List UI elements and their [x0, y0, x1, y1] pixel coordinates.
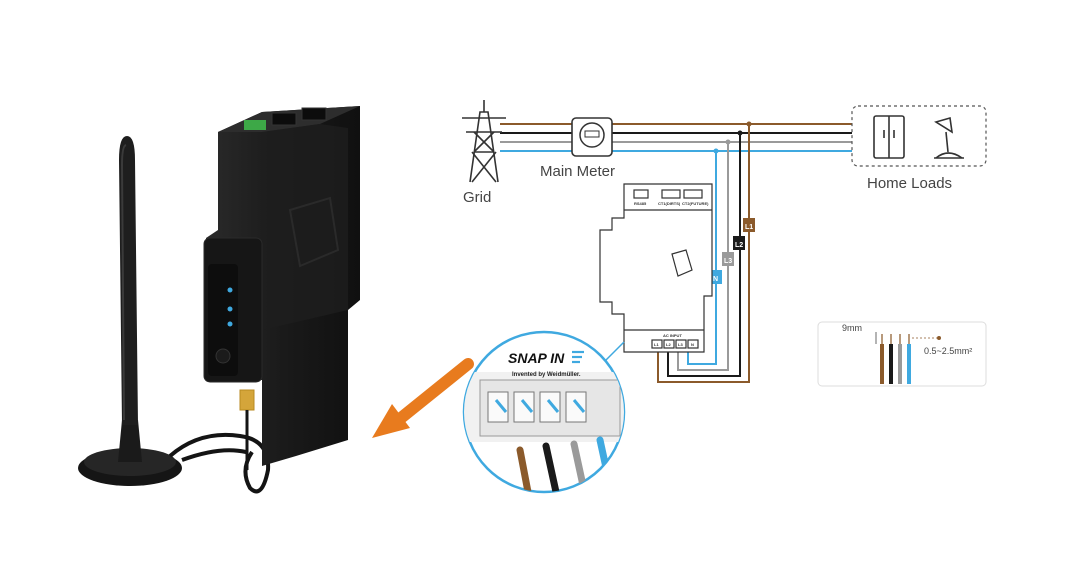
grid-label: Grid [463, 189, 491, 206]
strip-length-label: 9mm [842, 323, 862, 333]
transmission-tower-icon [462, 100, 506, 183]
term-l2: L2 [735, 242, 743, 249]
lamp-icon [934, 116, 964, 159]
ac-l1: L1 [654, 342, 659, 347]
port-ct2: CT2(FUTURE) [682, 201, 709, 206]
main-lines [500, 121, 852, 154]
port-rs485: RS485 [634, 201, 647, 206]
main-meter-label: Main Meter [540, 163, 615, 180]
usb-dongle [239, 389, 255, 411]
snap-in-zoom: SNAP IN Invented by Weidmüller. [462, 330, 626, 494]
invented-by-text: Invented by Weidmüller. [512, 372, 581, 378]
ac-input-label: AC INPUT [663, 333, 682, 338]
port-ct1: CT1(DIRTS) [658, 201, 681, 206]
led-1 [227, 287, 233, 293]
button-icon [215, 348, 231, 364]
wire-size-label: 0.5~2.5mm² [924, 346, 972, 356]
rj45-port-2 [301, 107, 327, 121]
antenna-icon [119, 136, 138, 425]
wire-spec-card: 9mm 0.5~2.5mm² [817, 321, 987, 387]
antenna-cable [168, 432, 271, 494]
device-outline [599, 183, 713, 353]
led-3 [227, 321, 233, 327]
gateway-device [78, 106, 360, 494]
ac-l3: L3 [678, 342, 683, 347]
ac-n: N [691, 342, 694, 347]
snap-in-logo: SNAP IN [508, 350, 565, 366]
rj45-port-1 [271, 112, 297, 126]
arrow-icon [372, 358, 474, 438]
home-loads-box [851, 105, 987, 167]
led-2 [227, 306, 233, 312]
term-l3: L3 [724, 258, 732, 265]
term-n: N [713, 276, 718, 283]
meter-icon [571, 117, 613, 157]
term-l1: L1 [745, 224, 753, 231]
home-loads-label: Home Loads [867, 175, 952, 192]
green-terminal [244, 120, 266, 130]
ac-l2: L2 [666, 342, 671, 347]
appliance-icon [873, 115, 905, 159]
